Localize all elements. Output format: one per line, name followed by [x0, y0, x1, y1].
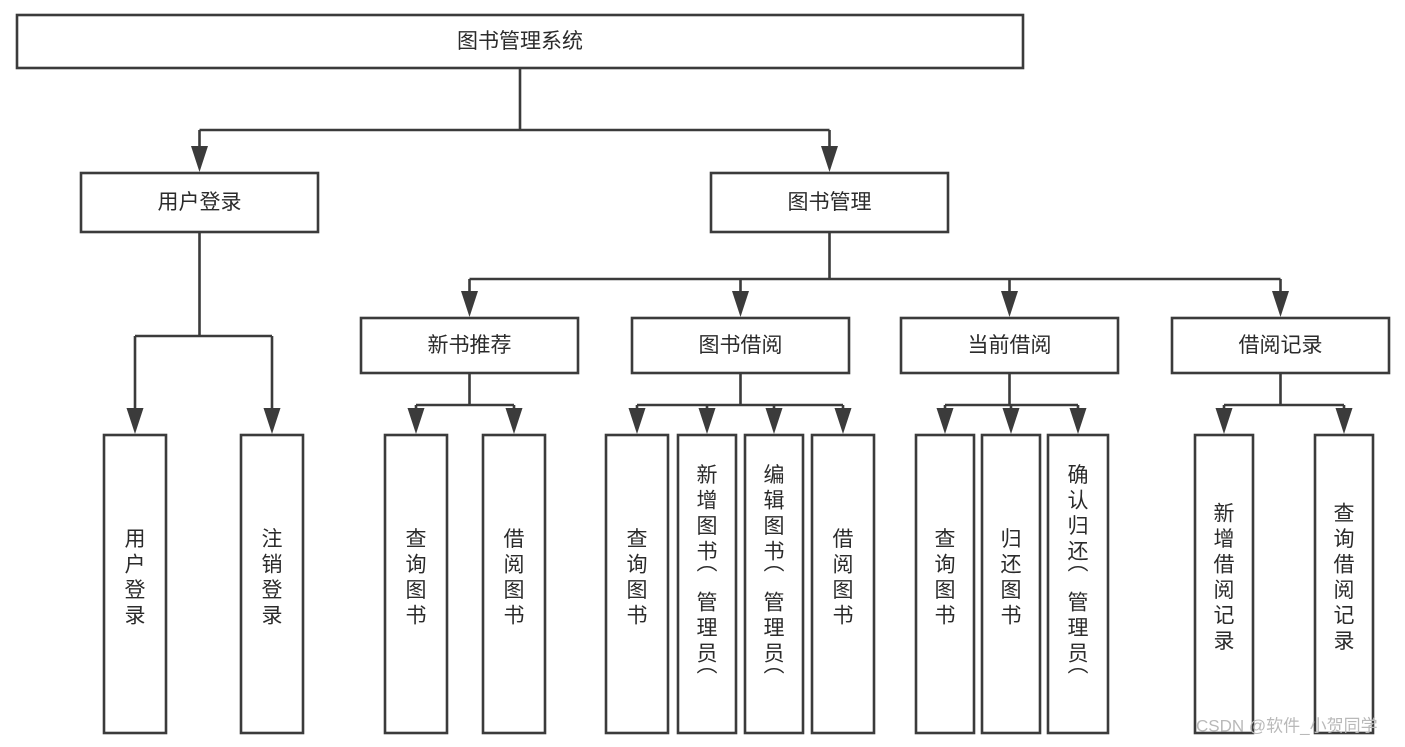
node-box[interactable] — [676, 433, 738, 735]
node-leaf-query-book-new[interactable]: 查询图书 — [383, 433, 449, 735]
node-leaf-confirm-return-admin[interactable]: 确认归还⌒管理员⌒ — [1046, 433, 1110, 735]
node-layer: 图书管理系统用户登录图书管理新书推荐图书借阅当前借阅借阅记录用户登录注销登录查询… — [15, 13, 1391, 735]
arrow-head-icon — [765, 408, 783, 434]
node-leaf-query-borrow-record[interactable]: 查询借阅记录 — [1313, 433, 1375, 735]
arrow-head-icon — [1272, 291, 1289, 317]
node-box[interactable] — [630, 316, 851, 375]
node-leaf-query-book-borrow[interactable]: 查询图书 — [604, 433, 670, 735]
arrow-head-icon — [732, 291, 749, 317]
node-label: 当前借阅 — [968, 334, 1052, 357]
node-leaf-user-logout[interactable]: 注销登录 — [239, 433, 305, 735]
node-leaf-borrow-book[interactable]: 借阅图书 — [810, 433, 876, 735]
node-label: 新书推荐 — [428, 334, 512, 357]
node-box[interactable] — [914, 433, 976, 735]
connector-layer — [126, 68, 1353, 434]
node-label: 查询图书 — [406, 528, 427, 628]
node-leaf-add-book-admin[interactable]: 新增图书⌒管理员⌒ — [676, 433, 738, 735]
node-box[interactable] — [239, 433, 305, 735]
node-box[interactable] — [743, 433, 805, 735]
arrow-head-icon — [1069, 408, 1087, 434]
node-leaf-return-book[interactable]: 归还图书 — [980, 433, 1042, 735]
arrow-head-icon — [1001, 291, 1018, 317]
node-label: 借阅记录 — [1239, 334, 1323, 357]
arrow-head-icon — [407, 408, 425, 434]
node-label: 图书管理 — [788, 191, 872, 214]
node-box[interactable] — [810, 433, 876, 735]
node-label: 查询图书 — [627, 528, 648, 628]
arrow-head-icon — [936, 408, 954, 434]
edge-group-current-borrow — [936, 373, 1087, 434]
edge-group-user-login — [126, 232, 281, 434]
csdn-watermark: CSDN @软件_小贺同学 — [1196, 716, 1378, 735]
arrow-head-icon — [1002, 408, 1020, 434]
node-leaf-user-login[interactable]: 用户登录 — [102, 433, 168, 735]
node-label: 注销登录 — [262, 528, 283, 628]
node-leaf-query-book-current[interactable]: 查询图书 — [914, 433, 976, 735]
node-box[interactable] — [899, 316, 1120, 375]
arrow-head-icon — [1215, 408, 1233, 434]
node-box[interactable] — [604, 433, 670, 735]
arrow-head-icon — [1335, 408, 1353, 434]
node-new-book-recommend[interactable]: 新书推荐 — [359, 316, 580, 375]
edge-group-book-manage — [461, 232, 1289, 317]
arrow-head-icon — [628, 408, 646, 434]
arrow-head-icon — [461, 291, 478, 317]
node-book-borrow[interactable]: 图书借阅 — [630, 316, 851, 375]
node-leaf-borrow-book-new[interactable]: 借阅图书 — [481, 433, 547, 735]
node-user-login[interactable]: 用户登录 — [79, 171, 320, 234]
node-box[interactable] — [79, 171, 320, 234]
edge-group-book-borrow — [628, 373, 852, 434]
node-borrow-record[interactable]: 借阅记录 — [1170, 316, 1391, 375]
node-box[interactable] — [359, 316, 580, 375]
node-root[interactable]: 图书管理系统 — [15, 13, 1025, 70]
node-box[interactable] — [709, 171, 950, 234]
node-current-borrow[interactable]: 当前借阅 — [899, 316, 1120, 375]
arrow-head-icon — [698, 408, 716, 434]
node-book-manage[interactable]: 图书管理 — [709, 171, 950, 234]
node-label: 借阅图书 — [504, 528, 525, 628]
node-box[interactable] — [1313, 433, 1375, 735]
arrow-head-icon — [126, 408, 144, 434]
node-leaf-add-borrow-record[interactable]: 新增借阅记录 — [1193, 433, 1255, 735]
node-label: 图书借阅 — [699, 334, 783, 357]
node-leaf-edit-book-admin[interactable]: 编辑图书⌒管理员⌒ — [743, 433, 805, 735]
node-label: 用户登录 — [158, 191, 242, 214]
edge-group-borrow-record — [1215, 373, 1353, 434]
node-label: 归还图书 — [1001, 528, 1022, 628]
node-box[interactable] — [1046, 433, 1110, 735]
arrow-head-icon — [191, 146, 208, 172]
node-box[interactable] — [980, 433, 1042, 735]
arrow-head-icon — [821, 146, 838, 172]
node-box[interactable] — [102, 433, 168, 735]
node-label: 图书管理系统 — [457, 30, 583, 53]
node-label: 借阅图书 — [833, 528, 854, 628]
node-box[interactable] — [15, 13, 1025, 70]
node-label: 编辑图书⌒管理员⌒ — [764, 464, 785, 691]
node-label: 新增图书⌒管理员⌒ — [697, 464, 718, 691]
edge-group-new-book-recommend — [407, 373, 523, 434]
node-box[interactable] — [1170, 316, 1391, 375]
node-box[interactable] — [383, 433, 449, 735]
arrow-head-icon — [263, 408, 281, 434]
node-label: 用户登录 — [125, 528, 146, 628]
edge-group-root — [191, 68, 838, 172]
node-label: 查询借阅记录 — [1334, 502, 1355, 653]
node-box[interactable] — [1193, 433, 1255, 735]
node-box[interactable] — [481, 433, 547, 735]
node-label: 确认归还⌒管理员⌒ — [1068, 464, 1089, 691]
node-label: 新增借阅记录 — [1214, 502, 1235, 653]
arrow-head-icon — [505, 408, 523, 434]
arrow-head-icon — [834, 408, 852, 434]
node-label: 查询图书 — [935, 528, 956, 628]
